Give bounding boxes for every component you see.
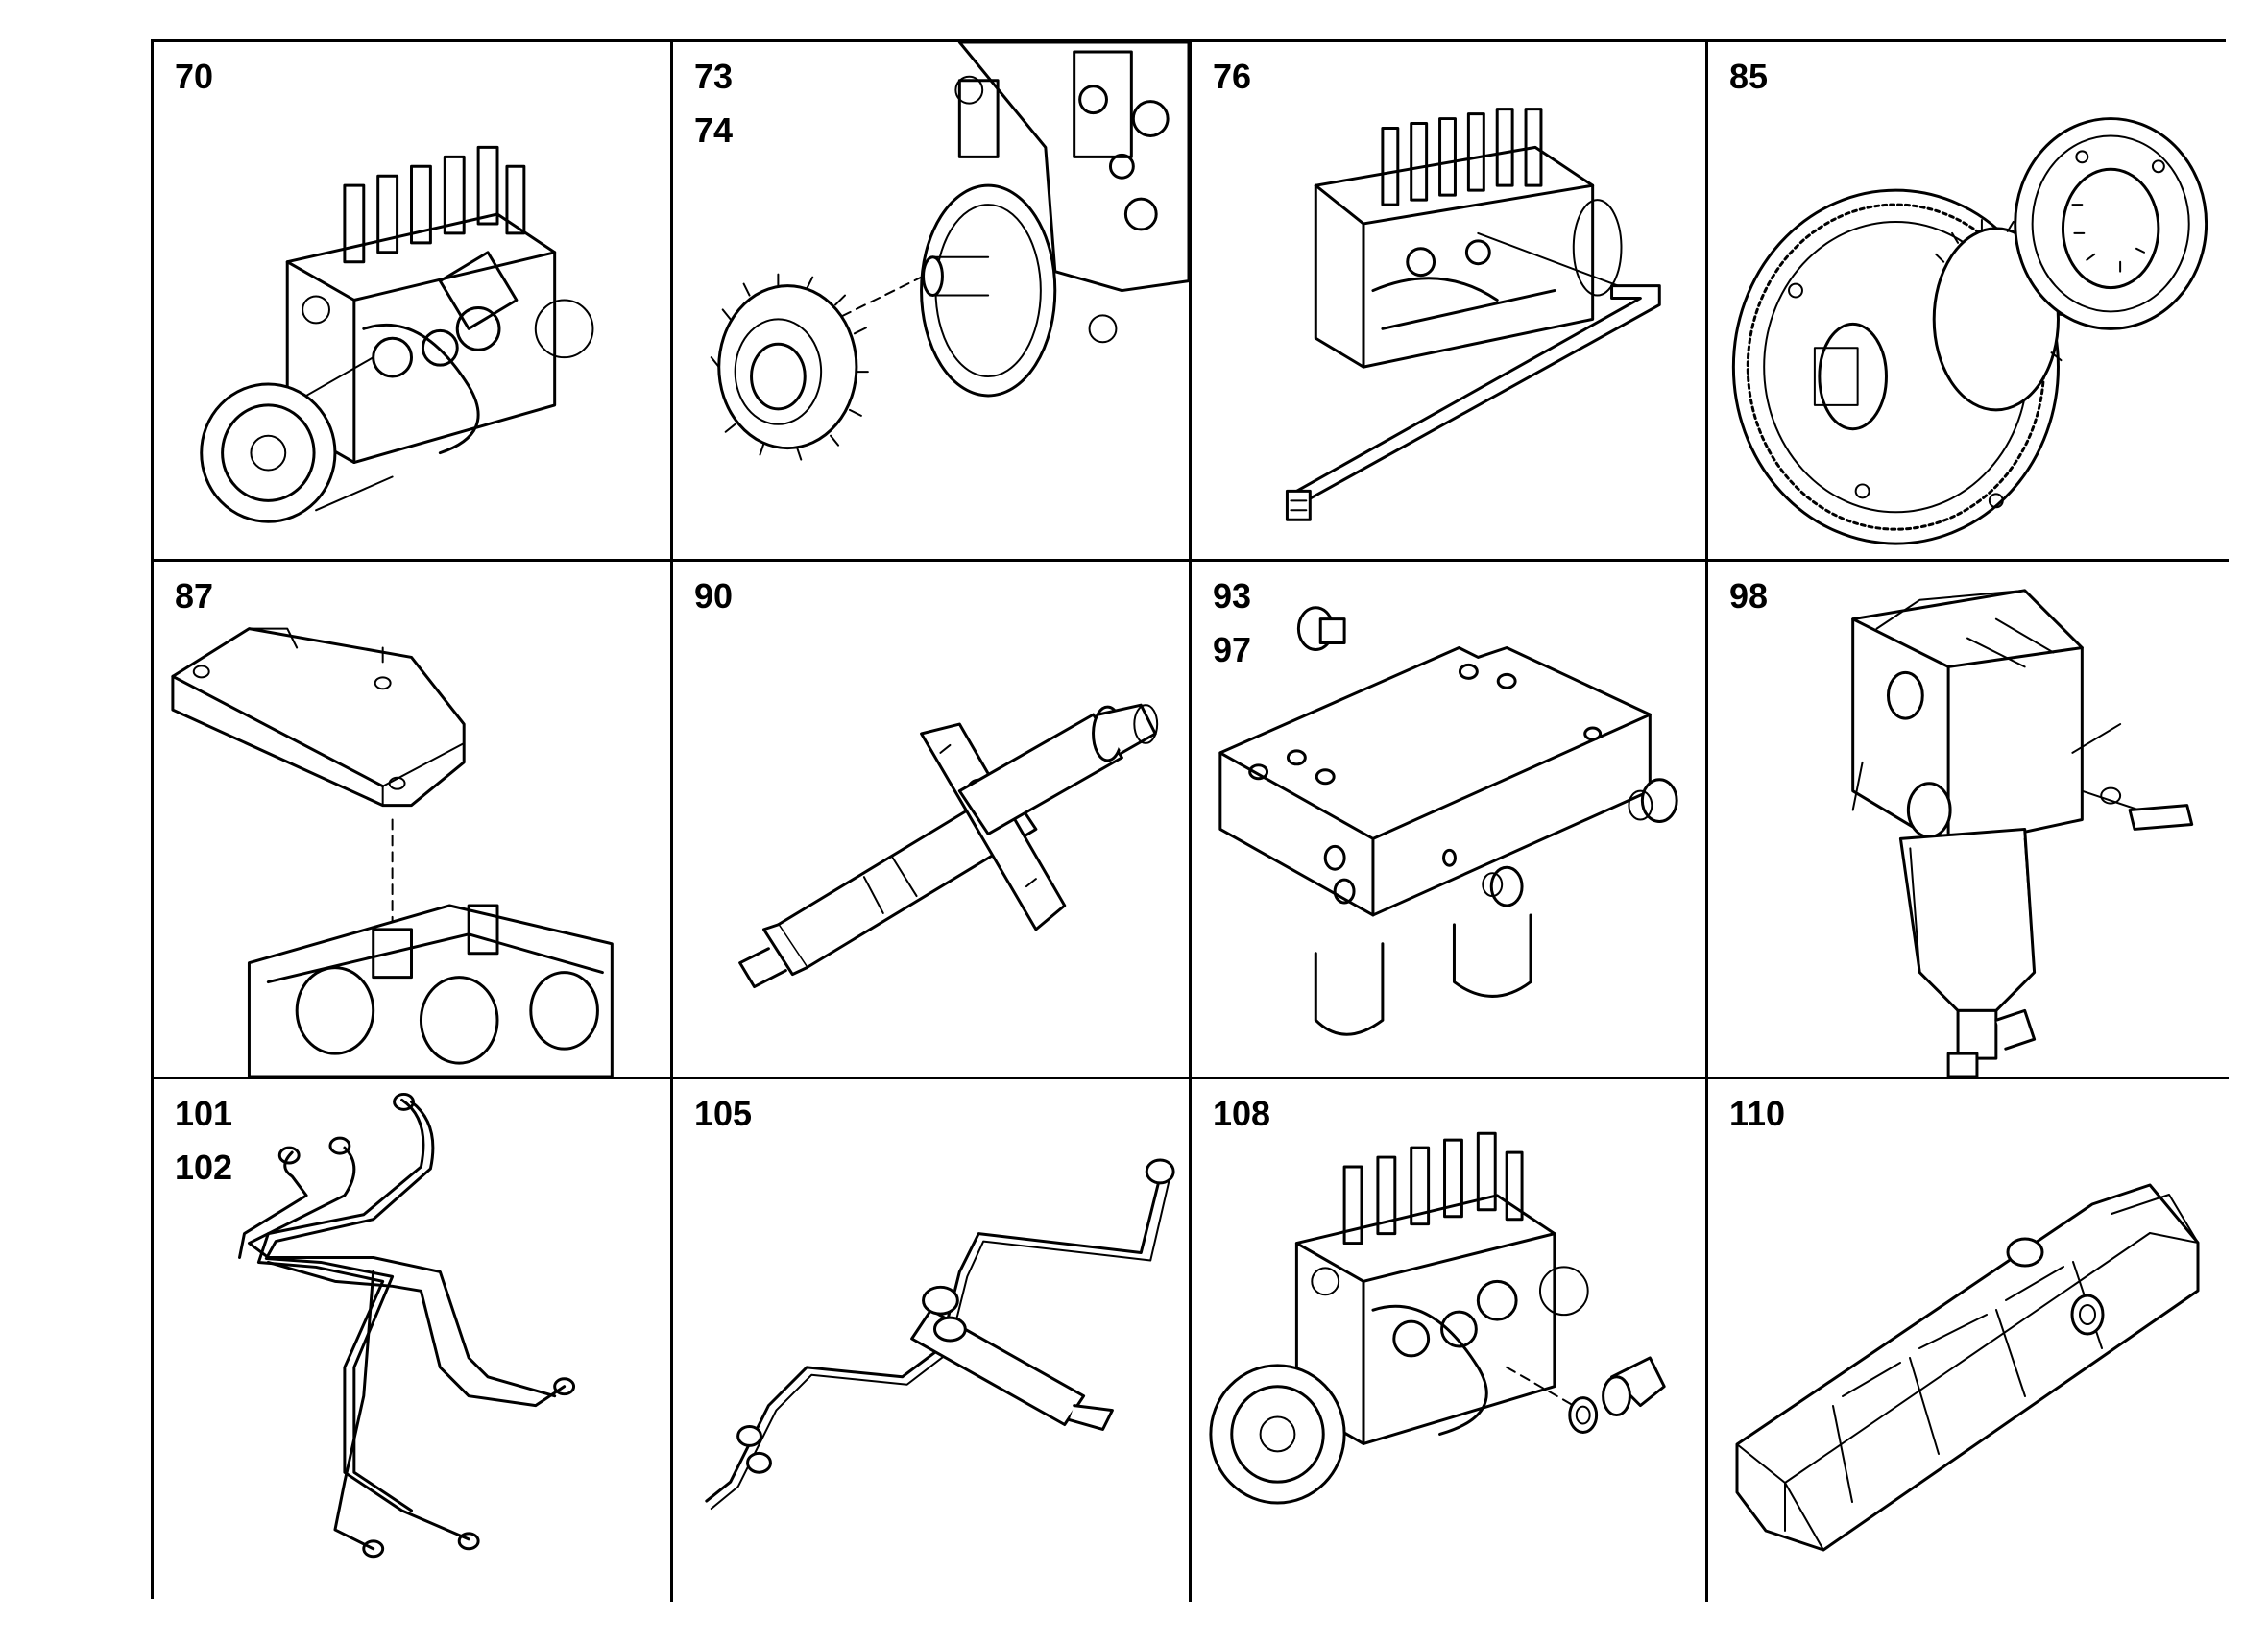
part-number: 102 xyxy=(175,1148,233,1187)
filter-head-block-drawing xyxy=(1218,606,1678,1036)
part-number: 108 xyxy=(1213,1094,1271,1133)
part-number-labels: 98 xyxy=(1729,569,1768,623)
parts-cell-105[interactable]: 105 xyxy=(673,1079,1192,1602)
part-number-labels: 101 102 xyxy=(175,1087,232,1195)
parts-cell-90[interactable]: 90 xyxy=(673,562,1192,1079)
injection-pump-drawing xyxy=(200,145,594,523)
part-number: 90 xyxy=(694,576,734,616)
part-number-labels: 73 74 xyxy=(694,50,733,157)
part-number: 97 xyxy=(1213,630,1252,669)
part-number-labels: 87 xyxy=(175,569,213,623)
pump-return-line-drawing xyxy=(1285,108,1661,521)
part-number: 85 xyxy=(1729,57,1769,96)
pump-with-fitting-drawing xyxy=(1209,1131,1666,1505)
part-number: 76 xyxy=(1213,57,1252,96)
part-number: 101 xyxy=(175,1094,233,1133)
part-number-labels: 93 97 xyxy=(1213,569,1251,677)
fuel-filter-assembly-drawing xyxy=(1851,589,2194,1077)
parts-cell-101-102[interactable]: 101 102 xyxy=(154,1079,673,1602)
part-number: 98 xyxy=(1729,576,1769,616)
part-number: 73 xyxy=(694,57,734,96)
part-number: 74 xyxy=(694,110,734,150)
part-number-labels: 108 xyxy=(1213,1087,1270,1141)
part-number: 93 xyxy=(1213,576,1252,616)
parts-cell-76[interactable]: 76 xyxy=(1192,42,1708,562)
parts-cell-87[interactable]: 87 xyxy=(154,562,673,1079)
parts-cell-70[interactable]: 70 xyxy=(154,42,673,562)
part-number: 105 xyxy=(694,1094,753,1133)
part-number-labels: 110 xyxy=(1729,1087,1785,1141)
parts-cell-110[interactable]: 110 xyxy=(1708,1079,2229,1602)
part-number: 70 xyxy=(175,57,214,96)
cover-plate-drawing xyxy=(171,627,614,1077)
part-number: 87 xyxy=(175,576,214,616)
parts-cell-98[interactable]: 98 xyxy=(1708,562,2229,1079)
drive-gear-coupling-drawing xyxy=(1731,117,2208,545)
pump-drive-gear-drawing xyxy=(710,42,1189,461)
part-number-labels: 76 xyxy=(1213,50,1251,104)
part-number-labels: 85 xyxy=(1729,50,1768,104)
part-number-labels: 70 xyxy=(175,50,213,104)
parts-cell-93-97[interactable]: 93 97 xyxy=(1192,562,1708,1079)
leak-off-line-drawing xyxy=(705,1158,1175,1511)
part-number-labels: 90 xyxy=(694,569,733,623)
injector-nozzle-drawing xyxy=(738,703,1159,989)
injection-lines-drawing xyxy=(238,1092,576,1559)
parts-cell-85[interactable]: 85 xyxy=(1708,42,2229,562)
parts-cell-108[interactable]: 108 xyxy=(1192,1079,1708,1602)
part-number: 110 xyxy=(1729,1094,1786,1133)
pump-cover-drawing xyxy=(1735,1183,2200,1552)
parts-grid: 70 73 74 xyxy=(151,39,2229,1602)
parts-cell-73-74[interactable]: 73 74 xyxy=(673,42,1192,562)
part-number-labels: 105 xyxy=(694,1087,752,1141)
